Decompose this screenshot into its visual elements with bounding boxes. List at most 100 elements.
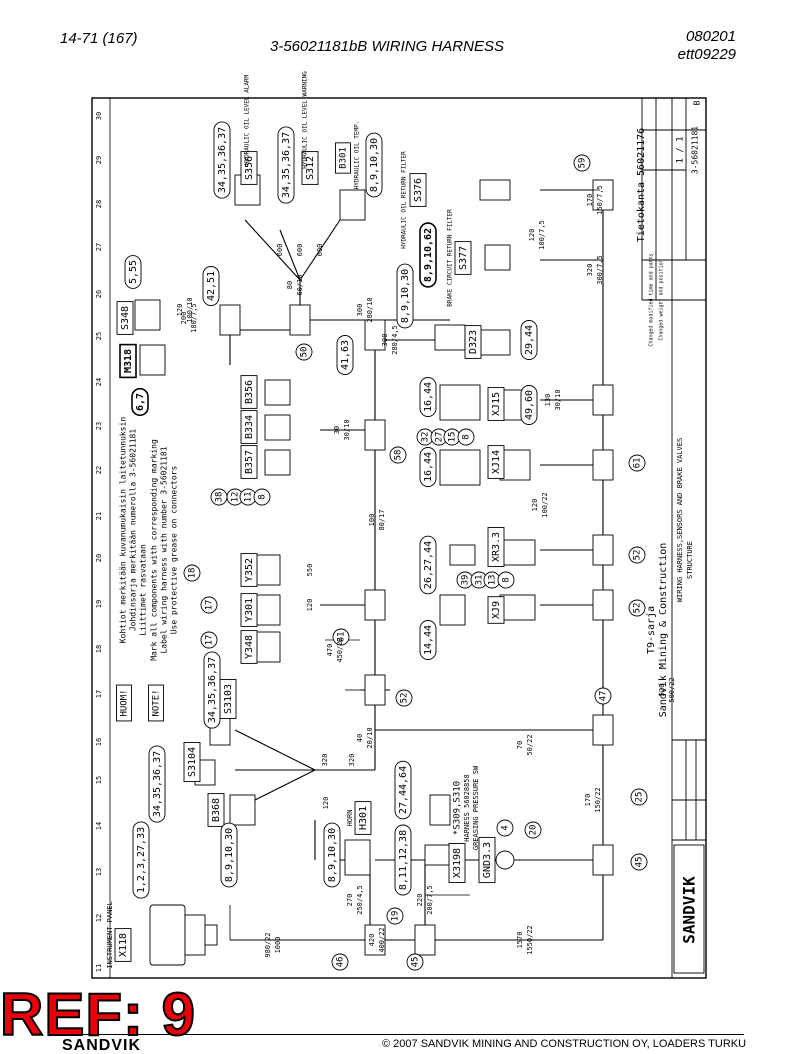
svg-text:B: B: [693, 100, 702, 105]
svg-text:100: 100: [368, 514, 376, 527]
svg-text:29,44: 29,44: [524, 325, 535, 355]
svg-text:250/4,5: 250/4,5: [356, 885, 364, 915]
reference-circle: 50: [295, 343, 313, 361]
svg-text:INSTRUMENT PANEL: INSTRUMENT PANEL: [106, 901, 114, 968]
document-title: 3-56021181bB WIRING HARNESS: [270, 38, 504, 55]
svg-text:30/10: 30/10: [343, 419, 351, 440]
svg-text:320: 320: [348, 754, 356, 767]
svg-text:80: 80: [286, 281, 294, 289]
reference-circle: 8: [457, 428, 475, 446]
dimension-label: 120: [306, 599, 314, 612]
svg-text:S376: S376: [413, 178, 424, 202]
svg-text:WIRING HARNESS,SENSORS AND BRA: WIRING HARNESS,SENSORS AND BRAKE VALVES: [676, 438, 684, 602]
component-b357: B357: [240, 445, 258, 479]
dimension-label: 40: [356, 734, 364, 742]
svg-text:Y352: Y352: [244, 558, 255, 582]
svg-text:17: 17: [205, 635, 215, 646]
dimension-label: 100/10: [186, 297, 194, 322]
svg-text:14,44: 14,44: [423, 625, 434, 655]
svg-text:41,63: 41,63: [340, 340, 351, 370]
component-description: HYDRAULIC OIL LEVEL ALARM: [244, 74, 251, 165]
svg-text:8: 8: [502, 577, 512, 582]
note-text: Mark all components with corresponding m…: [150, 439, 159, 661]
dimension-label: 420: [368, 934, 376, 947]
svg-text:15: 15: [448, 432, 458, 443]
dimension-label: 470: [326, 644, 334, 657]
svg-text:600: 600: [296, 244, 304, 257]
grid-number: 21: [95, 512, 103, 520]
dimension-label: 100/7,5: [538, 220, 546, 250]
svg-text:8: 8: [258, 494, 268, 499]
ref-pill: 5,55: [124, 255, 142, 289]
svg-text:STRUCTURE: STRUCTURE: [686, 541, 694, 579]
dimension-label: 320: [586, 264, 594, 277]
ref-pill: 34,35,36,37: [213, 121, 231, 199]
reference-circle: 45: [630, 853, 648, 871]
svg-text:S356: S356: [244, 156, 255, 180]
svg-text:500/22: 500/22: [668, 677, 676, 702]
dimension-label: 50/22: [526, 734, 534, 755]
component-b334: B334: [240, 410, 258, 444]
svg-text:S377: S377: [458, 246, 469, 270]
svg-text:H301: H301: [358, 806, 369, 830]
dimension-label: 20/10: [366, 727, 374, 748]
svg-text:B334: B334: [244, 415, 255, 439]
svg-text:45: 45: [411, 957, 421, 968]
svg-text:42,51: 42,51: [206, 271, 217, 301]
svg-text:HYDRAULIC OIL LEVEL WARNING: HYDRAULIC OIL LEVEL WARNING: [302, 71, 309, 169]
grid-number: 26: [95, 290, 103, 298]
component-y352: Y352: [240, 553, 258, 587]
svg-text:60/10: 60/10: [296, 274, 304, 295]
component-s348: S348: [116, 301, 134, 335]
company-label: Sandvik Mining & Construction: [658, 543, 669, 718]
harness-trunk: [229, 189, 604, 941]
svg-text:Tietokanta 56021176: Tietokanta 56021176: [636, 128, 647, 242]
component-h301: H301: [354, 801, 372, 835]
svg-text:8,9,10,62: 8,9,10,62: [423, 228, 434, 282]
svg-text:SANDVIK: SANDVIK: [680, 876, 699, 944]
ref-pill: 34,35,36,37: [277, 126, 295, 204]
svg-text:39: 39: [461, 575, 471, 586]
ref-pill: 8,9,10,62: [419, 222, 437, 288]
svg-text:120: 120: [176, 304, 184, 317]
ref-pill: 1,2,3,27,33: [132, 821, 150, 899]
svg-text:XJ9: XJ9: [491, 601, 502, 619]
svg-text:8,9,10,30: 8,9,10,30: [400, 269, 411, 323]
svg-text:HUOM!: HUOM!: [120, 689, 130, 716]
svg-text:400/22: 400/22: [378, 927, 386, 952]
footer-brand: SANDVIK: [62, 1037, 142, 1054]
dimension-label: 80: [286, 281, 294, 289]
dimension-label: 600: [276, 244, 284, 257]
svg-text:XJ14: XJ14: [491, 450, 502, 474]
svg-text:HARNESS 56028858: HARNESS 56028858: [463, 774, 471, 841]
svg-text:8: 8: [462, 434, 472, 439]
svg-text:80/17: 80/17: [378, 509, 386, 530]
svg-text:49,60: 49,60: [524, 390, 535, 420]
drawing-title: WIRING HARNESS,SENSORS AND BRAKE VALVES: [676, 438, 684, 602]
svg-text:200: 200: [180, 312, 188, 325]
dimension-label: 600: [296, 244, 304, 257]
grid-number: 22: [95, 466, 103, 474]
svg-text:980/22: 980/22: [264, 932, 272, 957]
svg-text:16,44: 16,44: [423, 452, 434, 482]
grid-number: 20: [95, 554, 103, 562]
svg-text:120: 120: [322, 797, 330, 810]
svg-text:26,27,44: 26,27,44: [423, 541, 434, 589]
component-d323: D323: [464, 325, 482, 359]
svg-text:Johdinsarja merkitään numeroll: Johdinsarja merkitään numerolla 3-560211…: [129, 429, 138, 631]
component-xj15: XJ15: [487, 387, 505, 421]
dimension-label: 280/10: [366, 297, 374, 322]
svg-text:B301: B301: [339, 147, 349, 169]
svg-text:170: 170: [584, 794, 592, 807]
reference-circle: 17: [200, 596, 218, 614]
svg-text:34,35,36,37: 34,35,36,37: [217, 127, 228, 193]
grid-number: 28: [95, 200, 103, 208]
component-y301: Y301: [240, 593, 258, 627]
database-label: Tietokanta 56021176: [636, 128, 647, 242]
dimension-label: 180/7,5: [190, 303, 198, 333]
ref-pill: 8,9,10,30: [220, 822, 238, 888]
component-b356: B356: [240, 375, 258, 409]
svg-text:Mark all components with corre: Mark all components with corresponding m…: [150, 439, 159, 661]
svg-text:61: 61: [633, 458, 643, 469]
